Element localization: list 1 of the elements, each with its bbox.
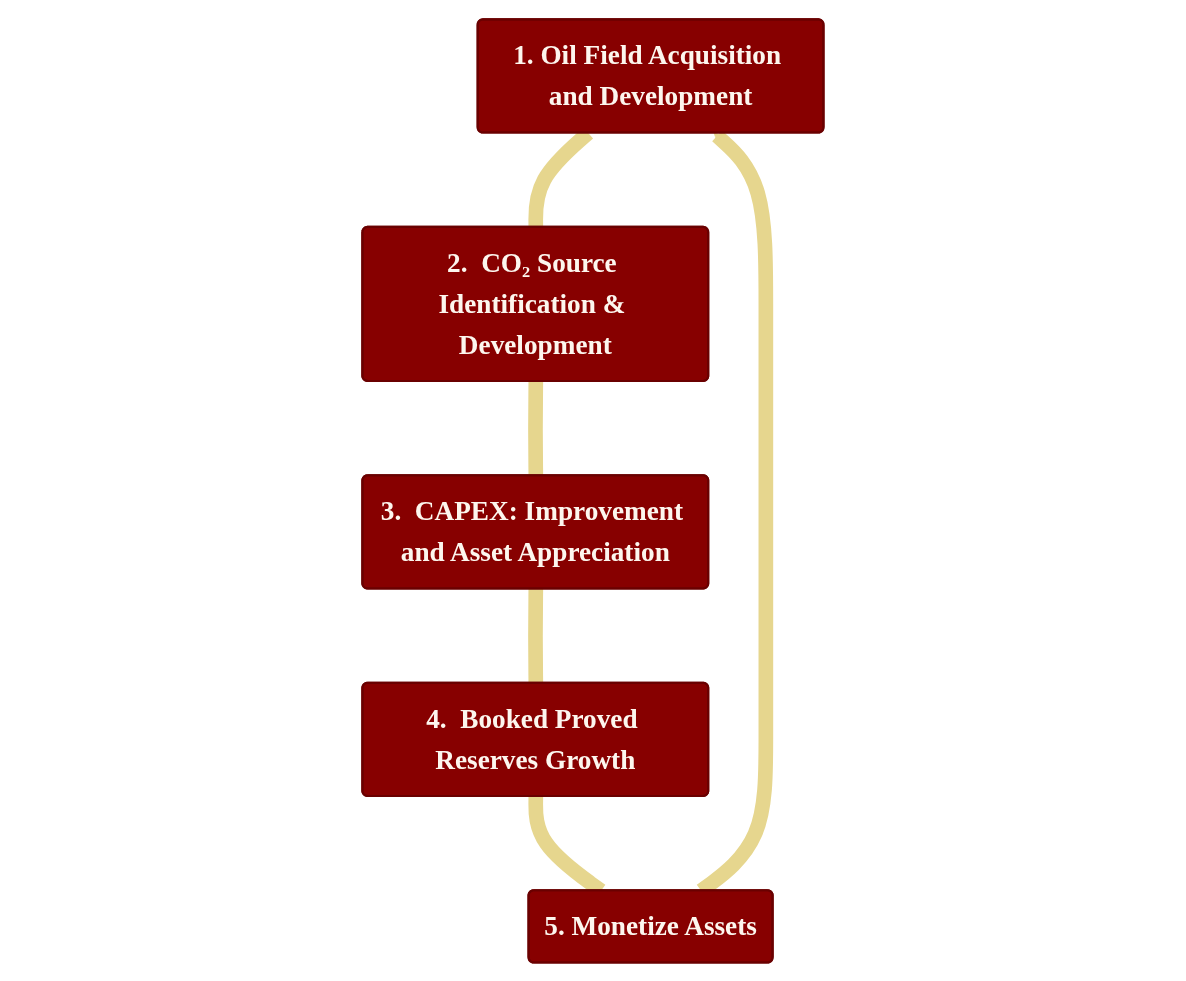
connector [528, 588, 544, 683]
